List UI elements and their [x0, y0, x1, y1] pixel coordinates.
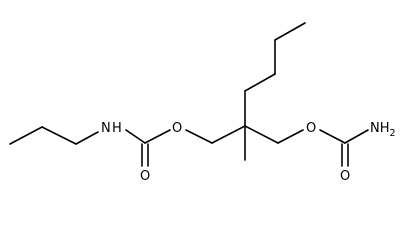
nitrogen-label: N — [101, 121, 111, 136]
right-carbamate — [277, 129, 369, 167]
bond-propyl-1 — [9, 126, 43, 145]
bond-carbonyl-nh2 — [344, 129, 369, 144]
bond-butyl-4 — [274, 22, 306, 41]
amide-nh-text: NH — [370, 121, 390, 136]
quaternary-center — [211, 125, 279, 161]
bond-ester-left-ch2 — [185, 129, 213, 144]
amide-nh2-subscript: 2 — [390, 128, 396, 139]
ester-oxygen-right-label: O — [306, 121, 316, 136]
propyl-chain — [9, 126, 99, 145]
bond-nh-carbonyl — [125, 129, 146, 144]
bond-ch2-quaternary — [211, 125, 246, 144]
bond-propyl-2 — [41, 126, 77, 145]
nh-hydrogen-label: H — [112, 121, 122, 136]
ester-oxygen-left-label: O — [172, 121, 182, 136]
butyl-chain — [244, 22, 306, 127]
bond-propyl-3 — [75, 131, 99, 145]
bond-quaternary-ch2-right — [244, 125, 279, 144]
carbonyl-oxygen-right-label: O — [340, 169, 350, 184]
carbonyl-oxygen-left-label: O — [140, 169, 150, 184]
amide-nh2-label: NH2 — [370, 121, 396, 139]
bond-carbonyl-ester-left — [144, 129, 171, 144]
bond-ester-right-carbonyl — [319, 129, 346, 144]
molecule-structure: N H O O O O NH2 — [9, 22, 396, 184]
bond-ch2-ester-right — [277, 129, 304, 144]
bond-butyl-2 — [244, 73, 276, 92]
left-carbamate — [125, 129, 213, 167]
